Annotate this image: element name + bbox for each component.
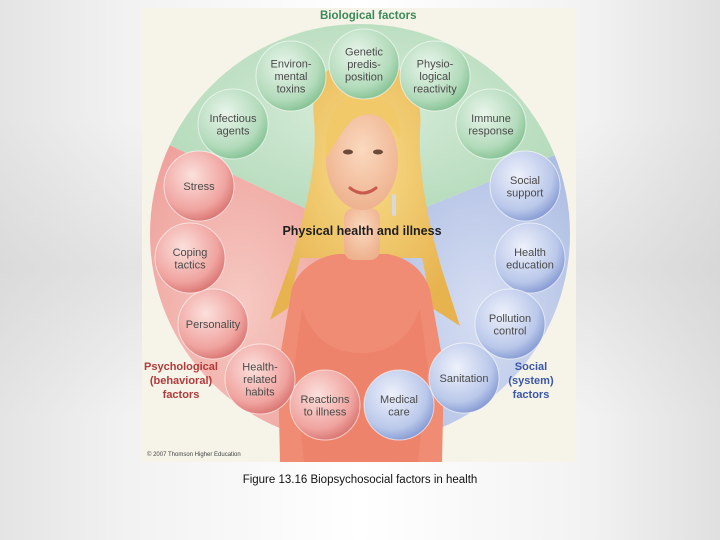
factor-label-line: control (493, 325, 526, 337)
svg-text:factors: factors (163, 389, 200, 401)
svg-text:(system): (system) (508, 375, 554, 387)
factor-ball (363, 369, 435, 441)
right-eye (373, 149, 383, 155)
factor-label-line: habits (245, 387, 275, 399)
svg-text:factors: factors (513, 389, 550, 401)
factor-label-line: position (345, 72, 383, 84)
factor-ball (494, 222, 566, 294)
category-psychological-label: Psychological (behavioral) factors (144, 361, 218, 401)
factor-label-line: Medical (380, 394, 418, 406)
factor-label-line: to illness (304, 406, 347, 418)
mouth (348, 186, 378, 195)
factor-circles: Geneticpredis-positionPhysio-logicalreac… (154, 28, 566, 441)
face (326, 110, 398, 210)
factor-ball (177, 288, 249, 360)
factor-label-line: logical (419, 71, 450, 83)
factor-label-line: Reactions (301, 394, 350, 406)
factor-ball (224, 343, 296, 415)
factor-ball (255, 40, 327, 112)
factor-label-line: Environ- (271, 59, 312, 71)
biopsychosocial-figure: Biological factors Psychological (behavi… (142, 8, 576, 462)
factor-label-line: mental (274, 71, 307, 83)
factor-ball (197, 88, 269, 160)
factor-ball (328, 28, 400, 100)
factor-ball (154, 222, 226, 294)
factor-label-line: support (507, 187, 544, 199)
factor-label-line: response (468, 125, 513, 137)
factor-label-line: Genetic (345, 47, 383, 59)
factor-ball (289, 369, 361, 441)
category-biological-label: Biological factors (320, 10, 417, 22)
factor-label-line: tactics (174, 259, 206, 271)
factor-label-line: Social (510, 175, 540, 187)
factor-ball (489, 150, 561, 222)
factor-ball (399, 40, 471, 112)
center-label: Physical health and illness (282, 224, 441, 238)
factor-label-line: Health (514, 247, 546, 259)
figure-caption: Figure 13.16 Biopsychosocial factors in … (242, 474, 478, 486)
svg-text:(behavioral): (behavioral) (150, 375, 213, 387)
figure-canvas: Biological factors Psychological (behavi… (144, 10, 570, 462)
left-eye (343, 149, 353, 155)
factor-label-line: predis- (347, 59, 381, 71)
factor-circle-personality: Personality (177, 288, 249, 360)
factor-label-line: Coping (173, 247, 208, 259)
factor-label-line: toxins (277, 84, 306, 96)
factor-label-line: education (506, 259, 554, 271)
factor-label-line: care (388, 406, 409, 418)
factor-ball (455, 88, 527, 160)
factor-ball (163, 150, 235, 222)
category-social-label: Social (system) factors (508, 361, 554, 401)
factor-circle-sanitation: Sanitation (428, 342, 500, 414)
factor-ball (474, 288, 546, 360)
factor-label-line: Infectious (209, 113, 257, 125)
factor-label-line: Pollution (489, 313, 531, 325)
factor-label-line: Sanitation (440, 373, 489, 385)
earring (392, 194, 396, 216)
factor-label-line: Health- (242, 362, 278, 374)
factor-label-line: Physio- (417, 59, 454, 71)
svg-text:Social: Social (515, 361, 547, 373)
factor-label-line: agents (216, 125, 250, 137)
factor-label-line: Stress (183, 181, 215, 193)
factor-ball (428, 342, 500, 414)
factor-circle-stress: Stress (163, 150, 235, 222)
hair-front (325, 93, 401, 158)
svg-text:Psychological: Psychological (144, 361, 218, 373)
neck (344, 208, 380, 260)
copyright-text: © 2007 Thomson Higher Education (147, 451, 241, 458)
factor-label-line: Personality (186, 319, 241, 331)
factor-label-line: related (243, 374, 277, 386)
factor-label-line: Immune (471, 113, 511, 125)
factor-label-line: reactivity (413, 84, 457, 96)
